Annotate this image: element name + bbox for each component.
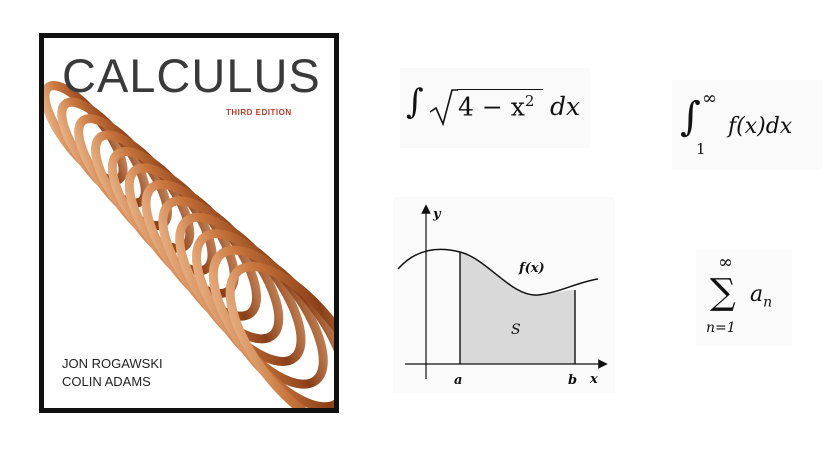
radicand-exponent: 2 [524,92,535,110]
series-formula: ∞ ∑ n=1 an [696,250,792,346]
series-term-letter: a [750,282,764,307]
integral-sqrt-formula: ∫ 4 − x2 dx [400,68,590,148]
spring-coil [225,262,334,408]
calculus-book-cover: CALCULUS THIRD EDITION JON ROGAWSKI COLI… [39,33,339,413]
region-label: S [511,322,521,338]
radicand: 4 − x2 [458,92,534,121]
integrand: f(x)dx [728,114,793,139]
series-upper: ∞ [718,252,733,273]
series-lower: n=1 [706,320,736,336]
integral-sign: ∫ [406,82,424,122]
book-author-2: COLIN ADAMS [62,374,151,389]
lower-limit: 1 [696,140,706,158]
b-label: b [568,373,577,388]
integral-sign: ∫ [680,94,701,140]
series-term-subscript: n [763,294,773,311]
radical-overline [457,89,543,90]
book-title: CALCULUS [62,49,321,102]
a-label: a [454,373,462,388]
sigma-sign: ∑ [710,272,736,313]
upper-limit: ∞ [702,88,717,109]
plot-svg: y x f(x) S a b [397,204,608,388]
book-author-1: JON ROGAWSKI [62,356,163,371]
radicand-text: 4 − x [458,92,525,122]
series-term: an [750,282,772,310]
curve-label: f(x) [518,261,545,276]
radical-sign [429,89,458,127]
improper-integral-formula: ∫ ∞ 1 f(x)dx [672,80,822,170]
y-axis-label: y [432,207,442,222]
copper-spring-image [44,81,334,408]
book-edition: THIRD EDITION [226,108,292,117]
shaded-region [460,252,575,364]
differential: dx [550,92,581,121]
book-cover-face: CALCULUS THIRD EDITION JON ROGAWSKI COLI… [44,38,334,408]
x-axis-label: x [589,372,598,387]
area-under-curve-plot: y x f(x) S a b [393,197,615,393]
